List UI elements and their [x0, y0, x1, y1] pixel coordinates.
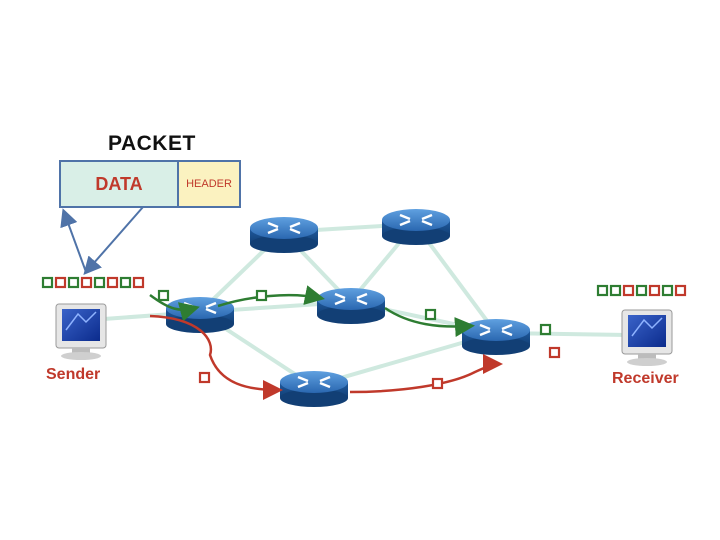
router-icon: [280, 371, 348, 407]
router-icon: [166, 297, 234, 333]
packet-arrows: [60, 206, 144, 276]
in-flight-packets: [157, 289, 561, 390]
packet-data-section: DATA: [61, 162, 179, 206]
router-icon: [382, 209, 450, 245]
receiver-packet-queue: [596, 284, 687, 297]
green-packet-path: [384, 306, 475, 337]
packet-header-section: HEADER: [179, 162, 239, 206]
computer-icon: [55, 303, 107, 360]
green-packet-path: [217, 285, 325, 308]
red-packet-path: [349, 354, 503, 394]
packet-title: PACKET: [108, 132, 196, 155]
computer-icon: [621, 309, 673, 366]
receiver-label: Receiver: [612, 370, 679, 387]
sender-label: Sender: [46, 366, 101, 383]
green-packet-path: [149, 293, 200, 322]
router-icon: [250, 217, 318, 253]
sender-packet-queue: [41, 276, 145, 289]
router-icon: [462, 319, 530, 355]
packet-box: DATA HEADER: [59, 160, 241, 208]
red-packet-path: [149, 314, 283, 400]
router-icon: [317, 288, 385, 324]
